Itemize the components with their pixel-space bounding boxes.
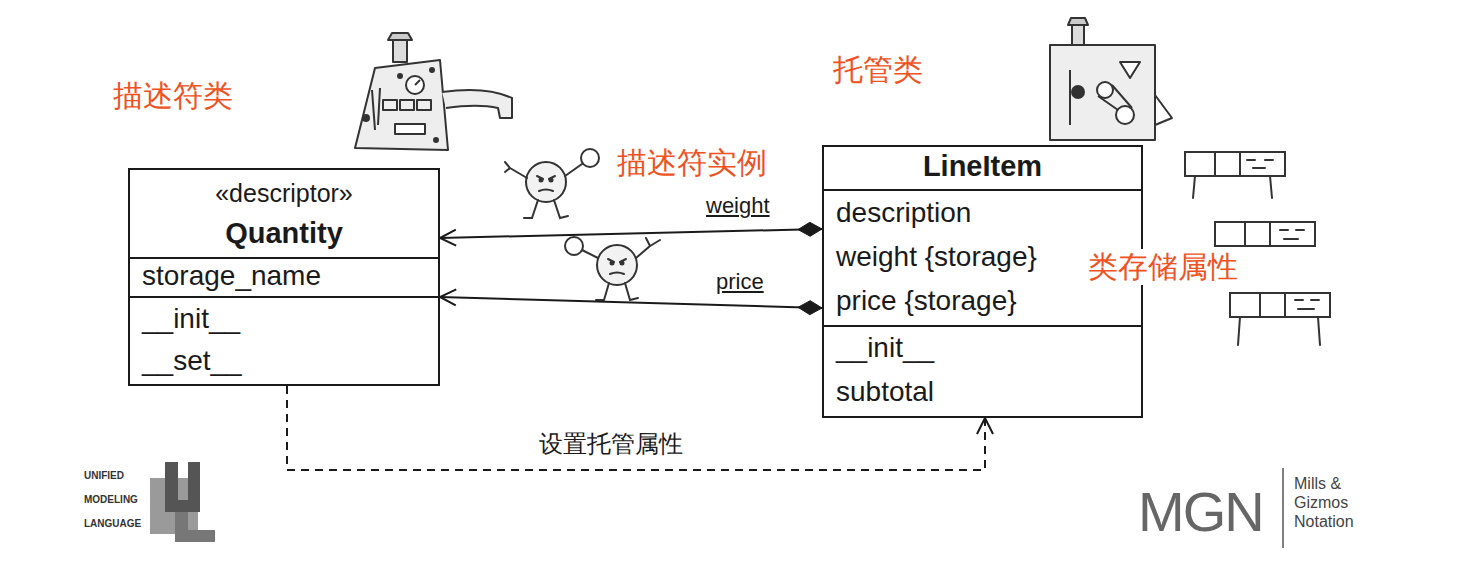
class-member: description xyxy=(836,193,971,233)
text-row: subtotal xyxy=(836,372,1129,416)
class-heading: «descriptor» xyxy=(215,176,353,210)
callout-label: 类存储属性 xyxy=(1086,249,1240,285)
class-member: __init__ xyxy=(836,328,934,368)
storage-attribute-figure xyxy=(1215,222,1315,246)
connector-label: 设置托管属性 xyxy=(536,428,686,460)
text-row: Quantity xyxy=(142,214,426,257)
logo-text: Notation xyxy=(1294,512,1354,531)
text-row: __set__ xyxy=(142,342,426,384)
connector-line xyxy=(440,229,822,238)
composition-diamond xyxy=(798,222,822,236)
managed-class-machine xyxy=(1050,18,1172,140)
class-compartment: __init__ __set__ xyxy=(130,296,438,384)
logo-text: UNIFIED xyxy=(84,470,124,482)
storage-attribute-figure xyxy=(1230,293,1330,345)
logo-text: LANGUAGE xyxy=(84,518,141,530)
logo-divider xyxy=(1282,468,1284,548)
class-member: storage_name xyxy=(142,259,321,292)
uml-logo xyxy=(150,462,215,542)
text-row: description xyxy=(836,193,1129,237)
logo-text: MODELING xyxy=(84,494,138,506)
class-compartment: storage_name xyxy=(130,257,438,296)
callout-label: 描述符类 xyxy=(113,78,233,114)
connector-line xyxy=(440,297,822,308)
text-row: __init__ xyxy=(836,328,1129,372)
logo-text: Mills & xyxy=(1294,474,1341,493)
storage-attribute-figure xyxy=(1185,152,1285,198)
class-member: subtotal xyxy=(836,372,934,412)
composition-diamond xyxy=(798,301,822,315)
association-connector xyxy=(440,222,822,245)
class-compartment: LineItem xyxy=(824,147,1141,189)
descriptor-machine xyxy=(355,33,512,150)
text-row: LineItem xyxy=(836,148,1129,189)
arrowhead xyxy=(440,289,456,305)
class-heading: LineItem xyxy=(923,148,1042,185)
class-member: __init__ xyxy=(142,300,240,338)
arrowhead xyxy=(977,418,993,434)
arrowhead xyxy=(440,230,456,246)
class-member: weight {storage} xyxy=(836,237,1037,277)
class-member: __set__ xyxy=(142,342,242,380)
class-compartment: «descriptor» Quantity xyxy=(130,170,438,257)
class-member: price {storage} xyxy=(836,281,1017,321)
callout-label: 描述符实例 xyxy=(617,145,767,181)
text-row: «descriptor» xyxy=(142,176,426,214)
descriptor-instance-figure xyxy=(565,237,660,300)
connector-label: price xyxy=(713,269,767,295)
logo-text: Gizmos xyxy=(1294,493,1348,512)
text-row: __init__ xyxy=(142,300,426,342)
text-row: price {storage} xyxy=(836,281,1129,325)
class-compartment: __init__subtotal xyxy=(824,325,1141,416)
class-member: Quantity xyxy=(225,214,343,252)
connector-label: weight xyxy=(703,193,773,219)
logo-text: MGN xyxy=(1138,478,1263,545)
callout-label: 托管类 xyxy=(833,52,923,88)
text-row: storage_name xyxy=(142,259,426,296)
descriptor-instance-figure xyxy=(505,149,599,218)
descriptor-class-box: «descriptor» Quantity storage_name __init__… xyxy=(128,168,440,386)
